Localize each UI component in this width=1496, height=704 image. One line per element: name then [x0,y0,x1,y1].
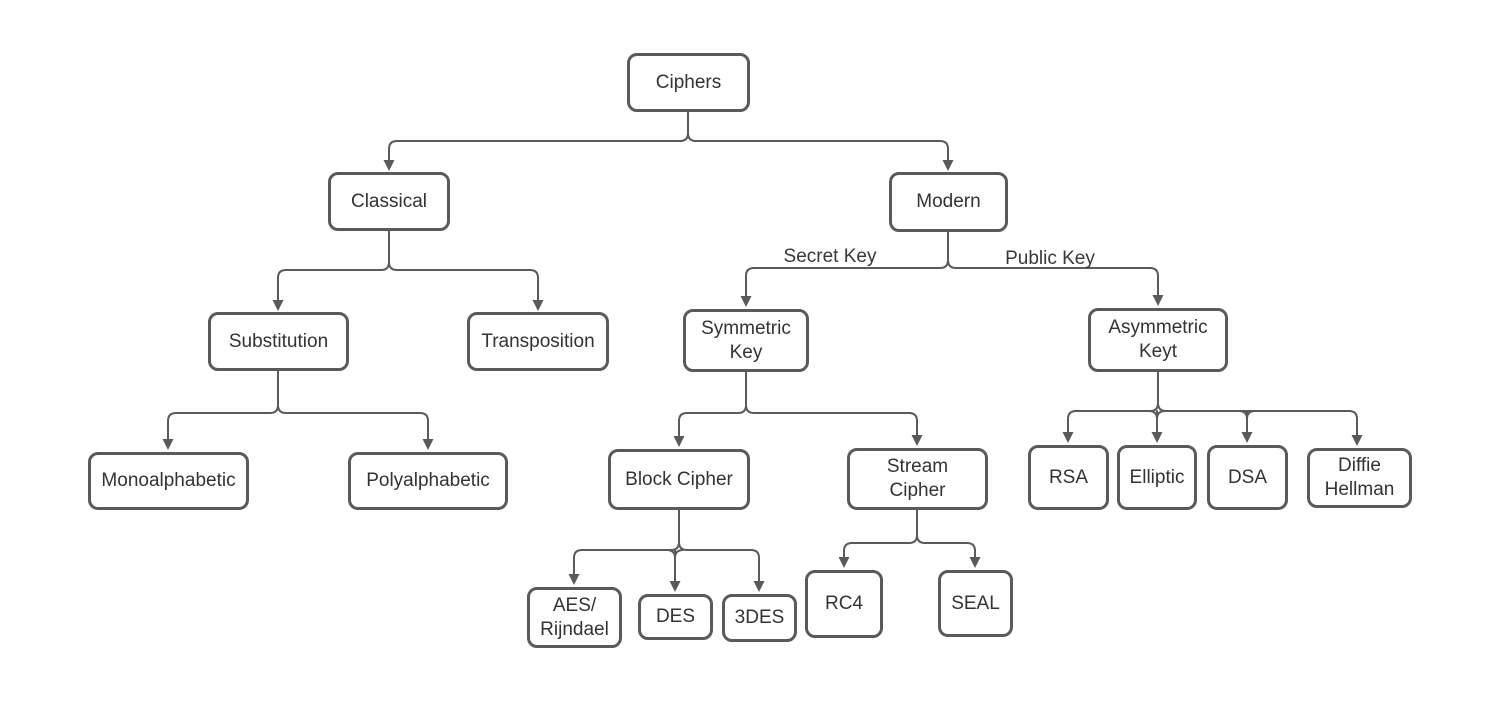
edge-line [678,509,760,559]
edge-line [1246,410,1256,420]
arrowhead-icon [1151,432,1163,443]
node-des: DES [638,594,713,640]
arrowhead-icon [942,160,954,171]
arrowhead-icon [162,439,174,450]
node-seal: SEAL [938,570,1013,637]
edge-line [745,371,918,422]
arrowhead-icon [1062,432,1074,443]
edge-line [1148,410,1158,420]
node-aes-rijndael: AES/ Rijndael [527,587,622,648]
node-monoalphabetic: Monoalphabetic [88,452,249,510]
arrowhead-icon [568,574,580,585]
edge-line [947,231,1159,277]
node-substitution: Substitution [208,312,349,371]
edge-line [1067,371,1159,420]
node-classical: Classical [328,172,450,231]
edge-line [687,111,949,150]
edge-line [277,230,390,279]
edge-line [1157,371,1358,420]
edge-line [1238,410,1248,420]
node-polyalphabetic: Polyalphabetic [348,452,508,510]
arrowhead-icon [969,557,981,568]
node-dsa: DSA [1207,445,1288,510]
edge-line [674,549,684,559]
arrowhead-icon [838,557,850,568]
edge-line [388,230,539,279]
node-modern: Modern [889,172,1008,232]
edge-line [573,509,680,559]
edge-line [1156,410,1166,420]
node-transposition: Transposition [467,312,609,371]
edge-line [388,111,689,150]
arrowhead-icon [383,160,395,171]
edge-line [678,371,747,422]
node-diffie-hellman: Diffie Hellman [1307,448,1412,508]
arrowhead-icon [753,581,765,592]
arrowhead-icon [1241,432,1253,443]
node-rsa: RSA [1028,445,1109,510]
edge-line [916,509,976,552]
arrowhead-icon [422,439,434,450]
node-rc4: RC4 [805,570,883,638]
arrowhead-icon [669,581,681,592]
edge-label-public-key: Public Key [1005,248,1095,269]
node-elliptic: Elliptic [1117,445,1197,510]
node-block-cipher: Block Cipher [608,449,750,510]
edge-line [666,549,676,559]
node-3des: 3DES [722,594,797,642]
edge-line [277,370,429,422]
arrowhead-icon [532,300,544,311]
arrowhead-icon [740,296,752,307]
arrowhead-icon [911,435,923,446]
node-stream-cipher: Stream Cipher [847,448,988,510]
arrowhead-icon [1351,435,1363,446]
arrowhead-icon [1152,295,1164,306]
node-asymmetric-key: Asymmetric Keyt [1088,308,1228,372]
node-symmetric-key: Symmetric Key [683,309,809,372]
edge-label-secret-key: Secret Key [783,246,877,267]
node-ciphers: Ciphers [627,53,750,112]
arrowhead-icon [673,436,685,447]
arrowhead-icon [272,300,284,311]
edge-line [167,370,279,422]
edge-line [843,509,918,552]
